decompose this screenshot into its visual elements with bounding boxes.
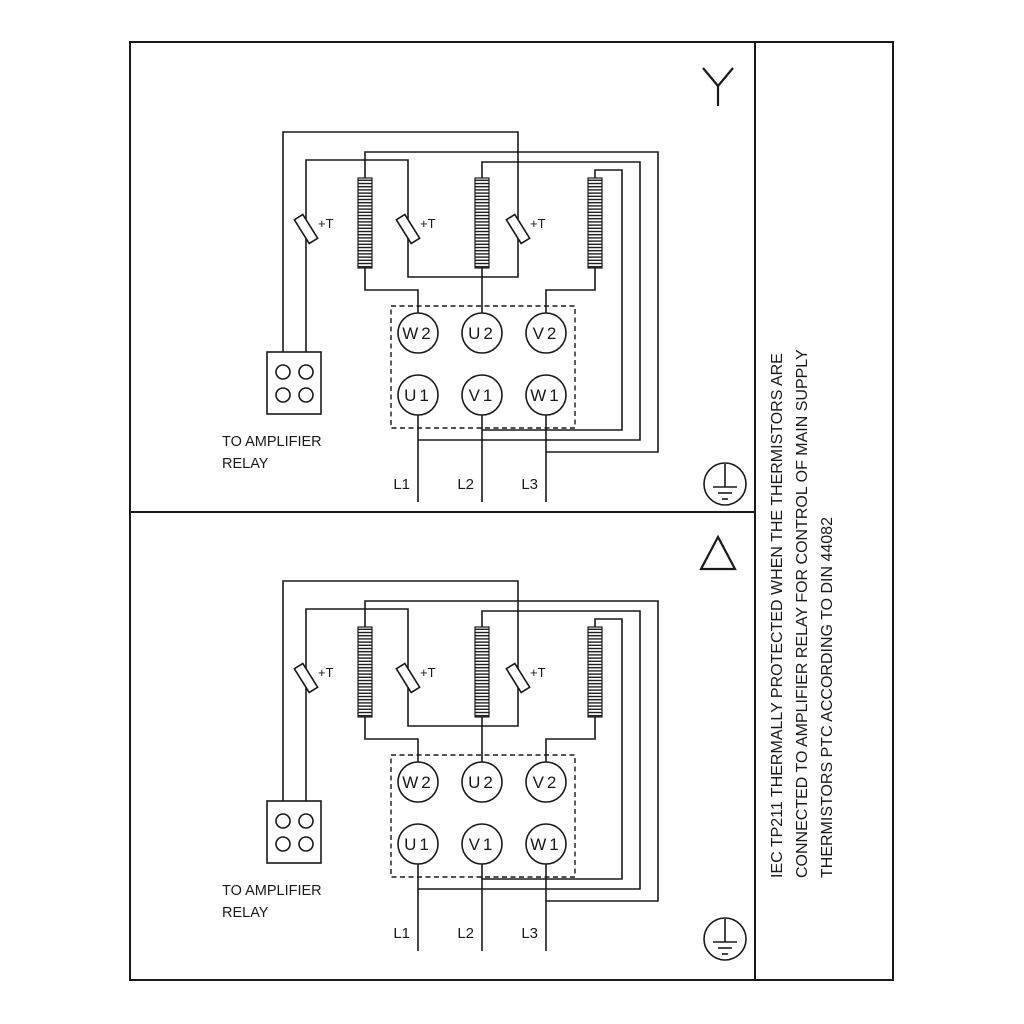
supply-label-l1: L1 <box>393 925 410 942</box>
terminal-label: W2 <box>402 773 434 792</box>
relay-pin <box>298 364 314 380</box>
terminal-label: U2 <box>468 773 496 792</box>
ptc-thermistor-icon <box>505 213 531 245</box>
winding-coil <box>357 626 373 718</box>
drawing-frame <box>129 41 894 981</box>
terminal-label: W1 <box>530 835 562 854</box>
terminal-circle-v2 <box>525 761 567 803</box>
relay-caption-line2: RELAY <box>222 456 269 472</box>
thermistor-label: +T <box>530 665 546 680</box>
relay-pin <box>298 387 314 403</box>
motor-winding-coils <box>357 626 603 718</box>
thermistor-label: +T <box>318 665 334 680</box>
terminal-label: U1 <box>404 835 432 854</box>
note-line-1: IEC TP211 THERMALLY PROTECTED WHEN THE T… <box>769 353 786 878</box>
thermistor-chain-wires <box>282 580 519 801</box>
terminal-circle-w1 <box>525 374 567 416</box>
terminal-label: W2 <box>402 324 434 343</box>
relay-caption-line2: RELAY <box>222 905 269 921</box>
note-column: IEC TP211 THERMALLY PROTECTED WHEN THE T… <box>769 349 836 878</box>
terminal-circle-u1 <box>397 374 439 416</box>
earth-ground-icon <box>703 917 747 961</box>
note-line-3: THERMISTORS PTC ACCORDING TO DIN 44082 <box>819 517 836 878</box>
ptc-thermistor-icon <box>395 662 421 694</box>
terminal-circle-u2 <box>461 312 503 354</box>
terminal-label: W1 <box>530 386 562 405</box>
wiring-panel-delta: +T +T +T W2 U2 V2 U1 V1 W1 <box>222 534 747 961</box>
winding-coil <box>357 177 373 269</box>
supply-wires <box>417 415 547 502</box>
thermistor-label: +T <box>420 665 436 680</box>
relay-pin <box>298 813 314 829</box>
relay-pin <box>275 813 291 829</box>
terminal-circle-u1 <box>397 823 439 865</box>
supply-label-l3: L3 <box>521 925 538 942</box>
terminal-circle-w2 <box>397 312 439 354</box>
thermistor-symbol: +T <box>505 213 546 245</box>
winding-wires <box>364 600 659 902</box>
supply-label-l1: L1 <box>393 476 410 493</box>
terminal-label: U1 <box>404 386 432 405</box>
ptc-thermistor-icon <box>293 662 319 694</box>
winding-wires <box>364 151 659 453</box>
thermistor-label: +T <box>530 216 546 231</box>
terminal-circle-w2 <box>397 761 439 803</box>
earth-ground-icon <box>703 462 747 506</box>
terminal-circle-v1 <box>461 823 503 865</box>
winding-coil <box>587 177 603 269</box>
terminal-block: W2 U2 V2 U1 V1 W1 <box>390 754 576 878</box>
thermistor-symbol: +T <box>505 662 546 694</box>
terminal-label: V2 <box>533 773 560 792</box>
terminal-label: U2 <box>468 324 496 343</box>
thermistor-symbol: +T <box>293 662 334 694</box>
motor-winding-coils <box>357 177 603 269</box>
ptc-thermistor-icon <box>293 213 319 245</box>
relay-connector-body <box>266 351 322 415</box>
ptc-thermistor-icon <box>395 213 421 245</box>
terminal-label: V1 <box>469 386 496 405</box>
thermistor-symbol: +T <box>395 213 436 245</box>
relay-connector-body <box>266 800 322 864</box>
terminal-label: V2 <box>533 324 560 343</box>
relay-pin <box>298 836 314 852</box>
relay-caption-line1: TO AMPLIFIER <box>222 434 322 450</box>
supply-wires <box>417 864 547 951</box>
terminal-circle-w1 <box>525 823 567 865</box>
terminal-label: V1 <box>469 835 496 854</box>
terminal-circle-v2 <box>525 312 567 354</box>
note-line-2: CONNECTED TO AMPLIFIER RELAY FOR CONTROL… <box>794 349 811 878</box>
amplifier-relay-connector <box>266 351 322 415</box>
amplifier-relay-connector <box>266 800 322 864</box>
delta-connection-icon <box>699 534 737 571</box>
relay-pin <box>275 387 291 403</box>
winding-coil <box>474 177 490 269</box>
supply-label-l2: L2 <box>457 476 474 493</box>
thermistor-label: +T <box>318 216 334 231</box>
supply-label-l3: L3 <box>521 476 538 493</box>
wiring-panel-star: +T +T +T W2 U2 V2 U1 V1 W1 <box>222 67 747 506</box>
relay-caption-line1: TO AMPLIFIER <box>222 883 322 899</box>
relay-pin <box>275 364 291 380</box>
winding-coil <box>587 626 603 718</box>
terminal-block: W2 U2 V2 U1 V1 W1 <box>390 305 576 429</box>
thermistor-symbol: +T <box>293 213 334 245</box>
terminal-circle-v1 <box>461 374 503 416</box>
ptc-thermistor-icon <box>505 662 531 694</box>
winding-coil <box>474 626 490 718</box>
thermistor-chain-wires <box>282 131 519 352</box>
thermistor-label: +T <box>420 216 436 231</box>
supply-label-l2: L2 <box>457 925 474 942</box>
terminal-circle-u2 <box>461 761 503 803</box>
star-connection-icon <box>702 67 734 106</box>
relay-pin <box>275 836 291 852</box>
thermistor-symbol: +T <box>395 662 436 694</box>
